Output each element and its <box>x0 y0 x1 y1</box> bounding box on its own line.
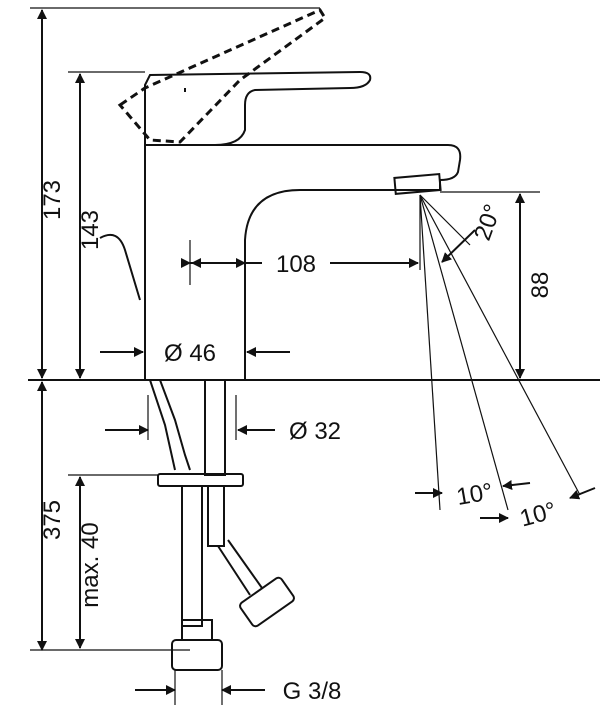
label-body-diameter: Ø 46 <box>164 340 216 367</box>
supply-hoses <box>149 379 295 671</box>
pop-up-rod <box>99 234 141 301</box>
faucet-body <box>99 8 462 381</box>
label-total-height: 173 <box>39 180 66 220</box>
label-spray-angle-top: 20° <box>469 201 507 244</box>
label-spout-height: 143 <box>77 210 104 250</box>
label-spray-angle-1: 10° <box>454 478 494 511</box>
mounting-nut <box>157 473 244 487</box>
lever-handle <box>144 70 372 146</box>
lever-open-position <box>117 8 328 144</box>
aerator <box>393 172 442 195</box>
label-spout-reach: 108 <box>276 251 316 278</box>
dimension-lines <box>30 7 596 705</box>
spray-pattern <box>419 194 581 511</box>
label-max-thickness: max. 40 <box>77 522 104 607</box>
label-hose-length: 375 <box>39 500 66 540</box>
label-connection: G 3/8 <box>283 678 342 705</box>
label-thread-diameter: Ø 32 <box>289 418 341 445</box>
label-outlet-height: 88 <box>527 272 554 299</box>
label-spray-angle-2: 10° <box>517 497 559 532</box>
